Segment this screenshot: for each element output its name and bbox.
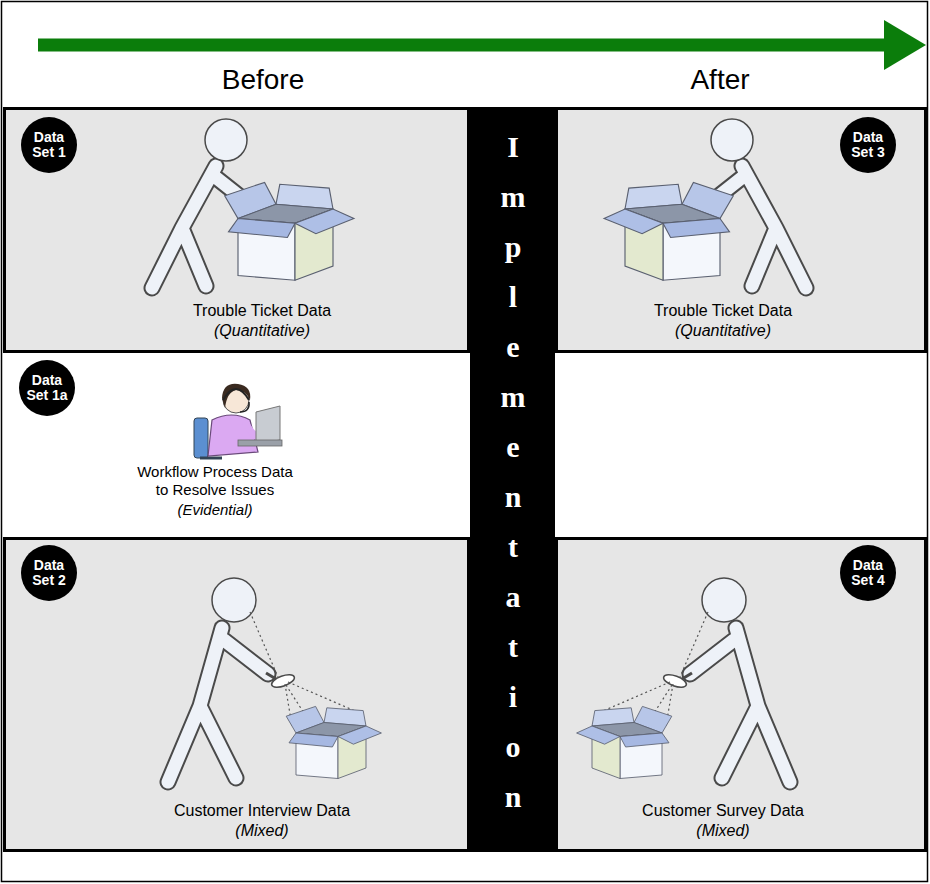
badge-text: Data Set 3 bbox=[846, 130, 890, 160]
figure-head bbox=[702, 578, 746, 622]
badge-text: Data Set 4 bbox=[846, 558, 890, 588]
open-box bbox=[604, 182, 733, 280]
sight-line bbox=[286, 685, 320, 738]
agent-hair bbox=[222, 384, 250, 408]
open-box bbox=[286, 706, 381, 778]
sight-line bbox=[666, 684, 673, 726]
panel-title: Trouble Ticket Data bbox=[613, 301, 833, 321]
phase-heading: Before bbox=[163, 64, 363, 96]
computer-monitor bbox=[256, 406, 280, 444]
magnifier-handle bbox=[266, 673, 276, 679]
figure-body bbox=[696, 166, 806, 288]
sight-lines bbox=[250, 612, 362, 738]
figure-body bbox=[690, 628, 790, 782]
magnifier-handle bbox=[682, 673, 692, 679]
data-set-panel: Customer Interview Data(Mixed) Data Set 2 bbox=[3, 537, 470, 852]
panel-data-type: (Quantitative) bbox=[152, 321, 372, 341]
figure-head bbox=[212, 578, 256, 622]
sight-line bbox=[285, 684, 292, 726]
data-type-note: (Evidential) bbox=[133, 501, 297, 519]
data-set-badge: Data Set 2 bbox=[21, 545, 77, 601]
person-with-box bbox=[604, 119, 806, 288]
chair-back bbox=[194, 418, 208, 458]
timeline-head bbox=[884, 20, 926, 70]
panel-data-type: (Mixed) bbox=[152, 821, 372, 841]
person-inspecting-box bbox=[577, 578, 790, 782]
data-set-panel: Trouble Ticket Data(Quantitative) Data Se… bbox=[555, 107, 927, 353]
headset-mic bbox=[240, 402, 249, 412]
badge-text: Data Set 1 bbox=[27, 130, 71, 160]
person-inspecting-box bbox=[168, 578, 381, 782]
chair-seat bbox=[200, 457, 222, 460]
figure-outline bbox=[168, 628, 268, 782]
figure-head bbox=[711, 119, 753, 161]
data-set-badge: Data Set 3 bbox=[840, 117, 896, 173]
data-set-badge: Data Set 1a bbox=[19, 360, 75, 416]
headset-band bbox=[223, 389, 249, 400]
data-set-badge: Data Set 1 bbox=[21, 117, 77, 173]
sight-line bbox=[288, 682, 362, 714]
figure-outline bbox=[690, 628, 790, 782]
data-set-panel: Customer Survey Data(Mixed) Data Set 4 bbox=[555, 537, 927, 852]
person-with-box bbox=[152, 119, 354, 288]
figure-head bbox=[205, 119, 247, 161]
agent-torso bbox=[208, 415, 258, 456]
timeline-arrow bbox=[38, 20, 926, 70]
agent-arm bbox=[246, 424, 264, 440]
data-set-panel: Trouble Ticket Data(Quantitative) Data Se… bbox=[3, 107, 470, 353]
badge-text: Data Set 2 bbox=[27, 558, 71, 588]
badge-text: Data Set 1a bbox=[25, 373, 69, 403]
figure-outline bbox=[696, 166, 806, 288]
figure-body bbox=[168, 628, 268, 782]
panel-title: Customer Survey Data bbox=[613, 801, 833, 821]
sight-line bbox=[596, 682, 670, 714]
magnifier-lens bbox=[270, 672, 296, 690]
desk bbox=[238, 440, 282, 446]
agent-head bbox=[223, 387, 249, 413]
data-set-caption: Workflow Process Data to Resolve Issues bbox=[133, 463, 297, 499]
phase-band: Implementation bbox=[470, 107, 555, 852]
open-box bbox=[577, 706, 672, 778]
sight-lines bbox=[596, 612, 708, 738]
data-set-badge: Data Set 4 bbox=[840, 545, 896, 601]
phase-heading: After bbox=[620, 64, 820, 96]
figure-body bbox=[152, 166, 262, 288]
panel-data-type: (Mixed) bbox=[613, 821, 833, 841]
sight-line bbox=[680, 612, 708, 677]
band-text: Implementation bbox=[496, 130, 530, 830]
call-agent bbox=[194, 384, 282, 458]
sight-line bbox=[638, 685, 672, 738]
timeline-shaft bbox=[38, 39, 890, 52]
sight-line bbox=[250, 612, 278, 677]
figure-outline bbox=[152, 166, 262, 288]
panel-data-type: (Quantitative) bbox=[613, 321, 833, 341]
open-box bbox=[225, 182, 354, 280]
panel-title: Customer Interview Data bbox=[152, 801, 372, 821]
magnifier-lens bbox=[662, 672, 688, 690]
panel-title: Trouble Ticket Data bbox=[152, 301, 372, 321]
